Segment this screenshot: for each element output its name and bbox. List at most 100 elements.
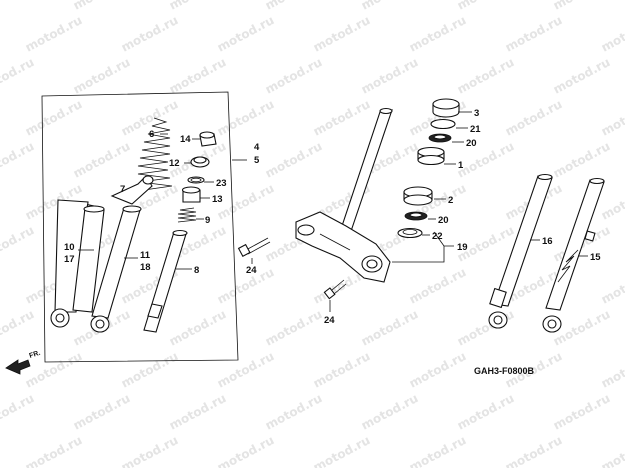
watermark-text: motod.ru <box>0 139 36 181</box>
callouts: 6 14 12 23 13 9 7 8 11 18 10 17 4 5 24 2… <box>64 108 601 326</box>
callout-12: 12 <box>169 158 180 169</box>
cone-race-22[interactable] <box>397 227 423 239</box>
callout-14: 14 <box>180 134 191 145</box>
race-nut-3[interactable] <box>432 98 460 118</box>
callout-7: 7 <box>120 184 125 195</box>
watermark-text: motod.ru <box>263 0 325 13</box>
watermark-text: motod.ru <box>263 55 325 97</box>
fork-leg-left[interactable] <box>50 199 105 328</box>
leader-lines <box>78 111 588 312</box>
fork-assy-16[interactable] <box>488 173 553 329</box>
callout-19: 19 <box>457 242 468 253</box>
fork-pipe[interactable] <box>143 229 188 333</box>
watermark-text: motod.ru <box>551 391 613 433</box>
watermark-text: motod.ru <box>215 433 277 468</box>
callout-5: 5 <box>254 155 260 166</box>
watermark-text: motod.ru <box>311 433 373 468</box>
callout-17: 17 <box>64 254 75 265</box>
watermark-text: motod.ru <box>167 55 229 97</box>
callout-3: 3 <box>474 108 479 119</box>
watermark-text: motod.ru <box>311 13 373 55</box>
ball-race-1[interactable] <box>417 146 445 166</box>
callout-23: 23 <box>216 178 227 189</box>
watermark-text: motod.ru <box>407 433 469 468</box>
seal-12[interactable] <box>190 156 210 168</box>
callout-11: 11 <box>140 250 151 261</box>
watermark-text: motod.ru <box>0 391 36 433</box>
watermark-text: motod.ru <box>71 139 133 181</box>
bolt-upper[interactable] <box>237 237 271 258</box>
callout-13: 13 <box>212 194 223 205</box>
callout-4: 4 <box>254 142 260 153</box>
watermark-text: motod.ru <box>455 307 517 349</box>
watermark-text: motod.ru <box>359 55 421 97</box>
watermark-text: motod.ru <box>455 139 517 181</box>
callout-22: 22 <box>432 231 443 242</box>
spring-collar[interactable] <box>110 175 154 205</box>
callout-15: 15 <box>590 252 601 263</box>
watermark-text: motod.ru <box>311 349 373 391</box>
watermark-text: motod.ru <box>0 0 36 13</box>
callout-24-upper: 24 <box>246 265 257 276</box>
callout-18: 18 <box>140 262 151 273</box>
callout-9: 9 <box>205 215 210 226</box>
bolt-lower[interactable] <box>323 279 347 300</box>
fr-label: FR. <box>28 350 41 360</box>
ball-race-2[interactable] <box>403 186 433 206</box>
watermark-text: motod.ru <box>503 433 565 468</box>
watermark-text: motod.ru <box>119 13 181 55</box>
callout-20-lower: 20 <box>438 215 449 226</box>
watermark-text: motod.ru <box>263 391 325 433</box>
steel-ball-20-upper[interactable] <box>428 133 452 143</box>
watermark-text: motod.ru <box>119 349 181 391</box>
callout-24-lower: 24 <box>324 315 335 326</box>
fork-leg-middle[interactable] <box>90 205 142 333</box>
fork-assy-15[interactable] <box>542 177 605 333</box>
bush-13[interactable] <box>181 186 201 203</box>
callout-10: 10 <box>64 242 75 253</box>
watermark-text: motod.ru <box>23 13 85 55</box>
watermark-text: motod.ru <box>167 391 229 433</box>
watermark-text: motod.ru <box>455 0 517 13</box>
watermark-text: motod.ru <box>455 55 517 97</box>
watermark-text: motod.ru <box>407 349 469 391</box>
watermark-text: motod.ru <box>71 391 133 433</box>
fork-group-frame <box>41 91 247 363</box>
watermark-text: motod.ru <box>599 349 625 391</box>
cap-14[interactable] <box>199 131 217 147</box>
watermark-text: motod.ru <box>0 307 36 349</box>
watermark-text: motod.ru <box>503 13 565 55</box>
watermark-text: motod.ru <box>599 433 625 468</box>
steering-stem[interactable] <box>295 107 393 283</box>
watermark-text: motod.ru <box>71 55 133 97</box>
watermark-text: motod.ru <box>263 139 325 181</box>
watermark-text: motod.ru <box>551 55 613 97</box>
watermark-text: motod.ru <box>23 97 85 139</box>
spring-9[interactable] <box>177 207 197 223</box>
watermark-text: motod.ru <box>551 139 613 181</box>
watermark-text: motod.ru <box>215 13 277 55</box>
watermark-text: motod.ru <box>167 0 229 13</box>
watermark-text: motod.ru <box>551 0 613 13</box>
callout-8: 8 <box>194 265 199 276</box>
watermark-text: motod.ru <box>359 0 421 13</box>
watermark-text: motod.ru <box>167 307 229 349</box>
watermark-text: motod.ru <box>263 307 325 349</box>
watermark-text: motod.ru <box>455 391 517 433</box>
front-direction-arrow: FR. <box>5 350 41 375</box>
watermark-text: motod.ru <box>503 97 565 139</box>
watermark-text: motod.ru <box>599 97 625 139</box>
fork-spring[interactable] <box>137 117 173 191</box>
cone-race-21[interactable] <box>430 118 456 130</box>
callout-20-upper: 20 <box>466 138 477 149</box>
watermark-text: motod.ru <box>407 265 469 307</box>
steel-ball-20-lower[interactable] <box>404 211 428 221</box>
figure-code: GAH3-F0800B <box>474 366 535 376</box>
callout-1: 1 <box>458 160 464 171</box>
clip-23[interactable] <box>187 176 205 184</box>
callout-2: 2 <box>448 195 453 206</box>
watermark-text: motod.ru <box>23 433 85 468</box>
watermark-text: motod.ru <box>359 307 421 349</box>
